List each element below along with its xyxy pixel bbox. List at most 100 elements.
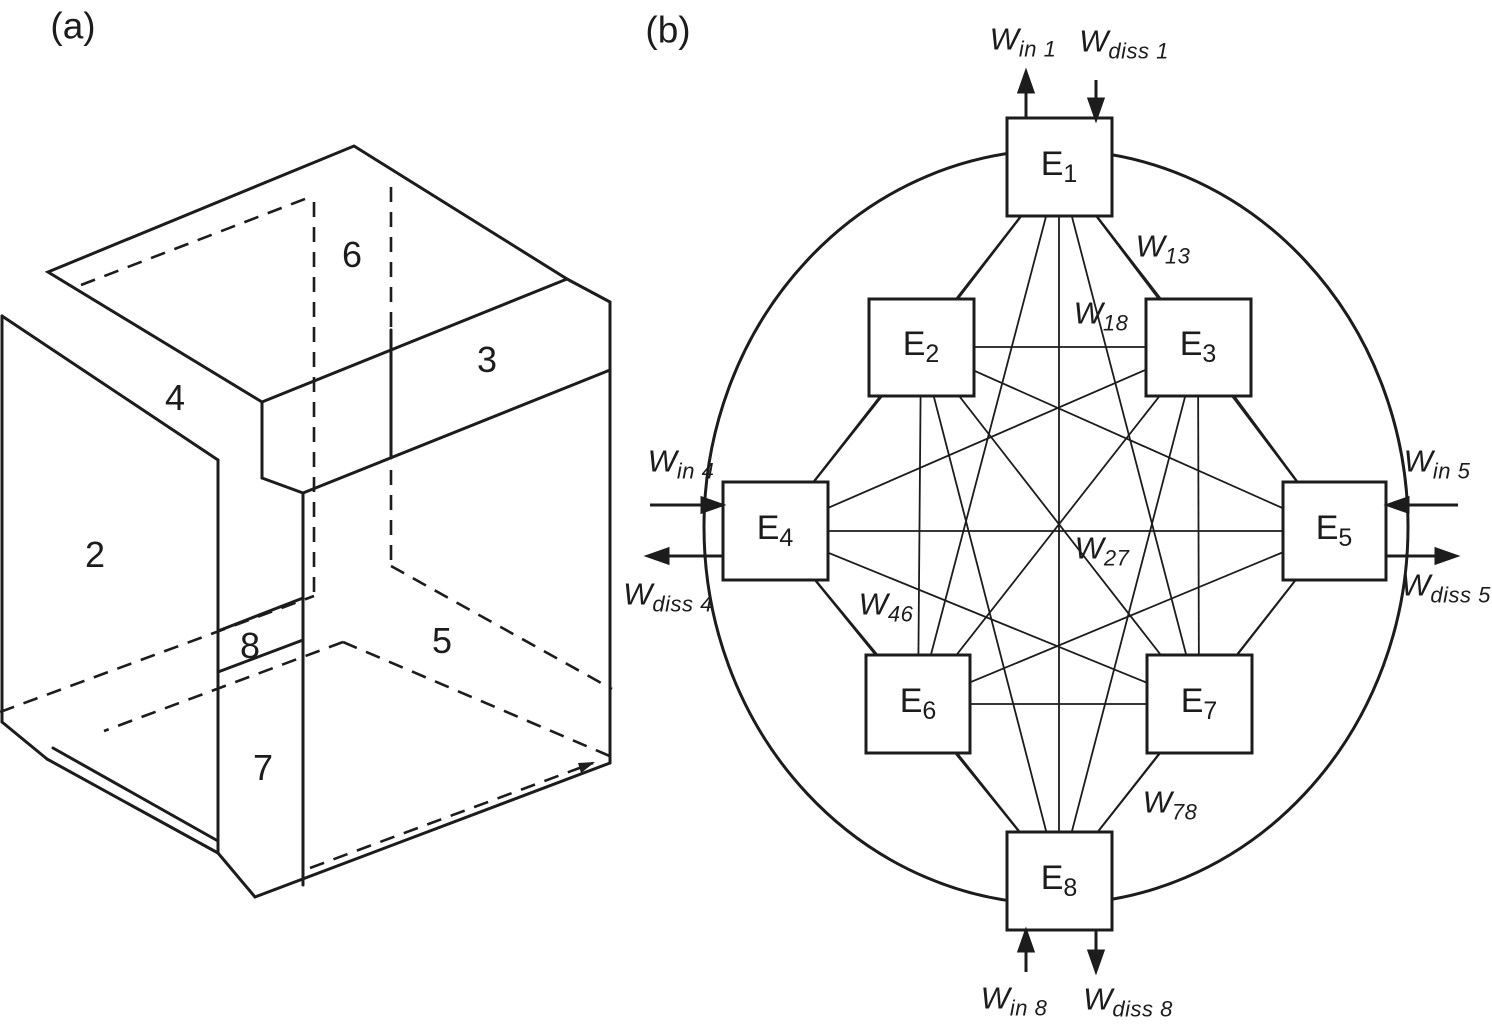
node-symbol: E [899, 682, 923, 720]
node-label-e7: E7 [1181, 684, 1218, 724]
edge-label-w78: W78 [1143, 787, 1198, 824]
node-symbol: E [1180, 682, 1204, 720]
coupling-line-3-7 [1197, 346, 1200, 705]
edge-label-w46: W46 [859, 589, 914, 626]
work-symbol: W [1074, 530, 1104, 566]
bottom-strip-corner [216, 851, 257, 899]
node-symbol: E [1315, 509, 1339, 547]
subscript: in 5 [1432, 458, 1471, 484]
face-label-2: 2 [84, 534, 106, 575]
hidden-bottom-back-left [0, 594, 315, 714]
io-label-w-in-5: Win 5 [1404, 446, 1471, 483]
coupling-line-5-6 [917, 530, 1335, 705]
work-symbol: W [1083, 981, 1113, 1017]
node-symbol: E [902, 325, 926, 363]
band3-left-corner-diagonal [260, 476, 305, 495]
subscript: in 8 [1009, 995, 1048, 1021]
edge-label-w18: W18 [1074, 298, 1129, 335]
io-label-w-in-4: Win 4 [648, 446, 715, 483]
w-in-1-arrowhead [1016, 67, 1036, 94]
panel-b-label: (b) [645, 9, 691, 51]
subscript: 3 [1202, 340, 1217, 368]
node-box-e5 [1281, 480, 1388, 582]
face-label-5: 5 [431, 620, 453, 661]
w-diss-4-arrowhead [643, 546, 670, 566]
subscript: 8 [1063, 874, 1078, 902]
node-label-e8: E8 [1041, 861, 1078, 901]
work-symbol: W [1079, 23, 1109, 59]
work-symbol: W [1401, 567, 1431, 603]
face-label-3: 3 [476, 339, 498, 380]
coupling-line-2-7 [920, 346, 1200, 705]
work-symbol: W [1403, 443, 1433, 479]
subscript: 78 [1171, 799, 1198, 825]
io-label-w-diss-4: Wdiss 4 [623, 579, 713, 616]
subscript: 7 [1203, 697, 1218, 725]
w-in-4-arrowhead [700, 495, 727, 515]
subscript: 46 [887, 601, 914, 627]
w-in-8-arrowhead [1016, 926, 1036, 953]
subscript: diss 1 [1108, 38, 1169, 64]
subscript: 2 [925, 340, 940, 368]
lid-hidden-edge [80, 195, 311, 287]
subscript: diss 4 [652, 591, 713, 617]
panel-a-hidden-edges [0, 187, 613, 870]
work-symbol: W [623, 576, 653, 612]
w-in-5-arrowhead [1383, 495, 1410, 515]
subscript: diss 5 [1430, 582, 1491, 608]
coupling-lines [774, 166, 1335, 882]
node-box-e1 [1005, 116, 1114, 218]
subscript: diss 8 [1112, 996, 1173, 1022]
edge-label-w27: W27 [1075, 533, 1130, 570]
coupling-line-2-6 [917, 346, 922, 705]
coupling-line-1-6 [917, 166, 1060, 705]
io-label-w-diss-1: Wdiss 1 [1079, 26, 1169, 63]
node-box-e3 [1144, 297, 1253, 398]
face-label-7: 7 [252, 747, 274, 788]
work-symbol: W [1073, 295, 1103, 331]
node-box-e6 [864, 653, 972, 755]
subscript: 4 [779, 524, 794, 552]
w-diss-5-arrowhead [1434, 546, 1461, 566]
coupling-line-3-8 [1058, 346, 1199, 882]
io-label-w-diss-5: Wdiss 5 [1401, 570, 1491, 607]
subscript: 1 [1063, 160, 1078, 188]
face-label-8: 8 [239, 625, 261, 666]
w-diss-8-arrowhead [1086, 949, 1106, 976]
node-box-e7 [1145, 653, 1254, 755]
node-box-e8 [1005, 830, 1114, 932]
hidden-bottom-front-right [342, 640, 613, 759]
left-face-top-edge [0, 314, 220, 462]
io-label-w-diss-8: Wdiss 8 [1083, 984, 1173, 1021]
subscript: in 4 [676, 458, 715, 484]
work-symbol: W [1142, 784, 1172, 820]
subscript: 13 [1164, 243, 1191, 269]
node-label-e4: E4 [757, 511, 794, 551]
work-symbol: W [858, 586, 888, 622]
node-box-e4 [721, 480, 830, 582]
coupling-line-3-4 [774, 346, 1199, 532]
node-label-e5: E5 [1316, 511, 1353, 551]
work-symbol: W [647, 443, 677, 479]
face-label-4: 4 [164, 377, 186, 418]
right-plate-bottom-edge [253, 761, 612, 899]
io-label-w-in-1: Win 1 [990, 24, 1057, 61]
subscript: 18 [1102, 310, 1129, 336]
coupling-line-3-6 [917, 346, 1199, 705]
w-diss-1-arrowhead [1086, 97, 1106, 124]
subscript: 6 [922, 697, 937, 725]
panel-a-drawing [0, 144, 612, 899]
node-label-e3: E3 [1180, 327, 1217, 367]
coupling-line-4-7 [774, 530, 1200, 705]
work-symbol: W [989, 21, 1019, 57]
coupling-line-2-8 [920, 346, 1060, 882]
band3-bottom-edge [301, 368, 612, 495]
face-label-6: 6 [341, 234, 363, 275]
plate8-bottom-edge [216, 638, 305, 674]
io-arrows [643, 67, 1461, 976]
left-face-bottom-inner-edge [51, 746, 220, 843]
node-symbol: E [1040, 145, 1064, 183]
element-boxes [721, 116, 1388, 932]
node-symbol: E [1040, 859, 1064, 897]
